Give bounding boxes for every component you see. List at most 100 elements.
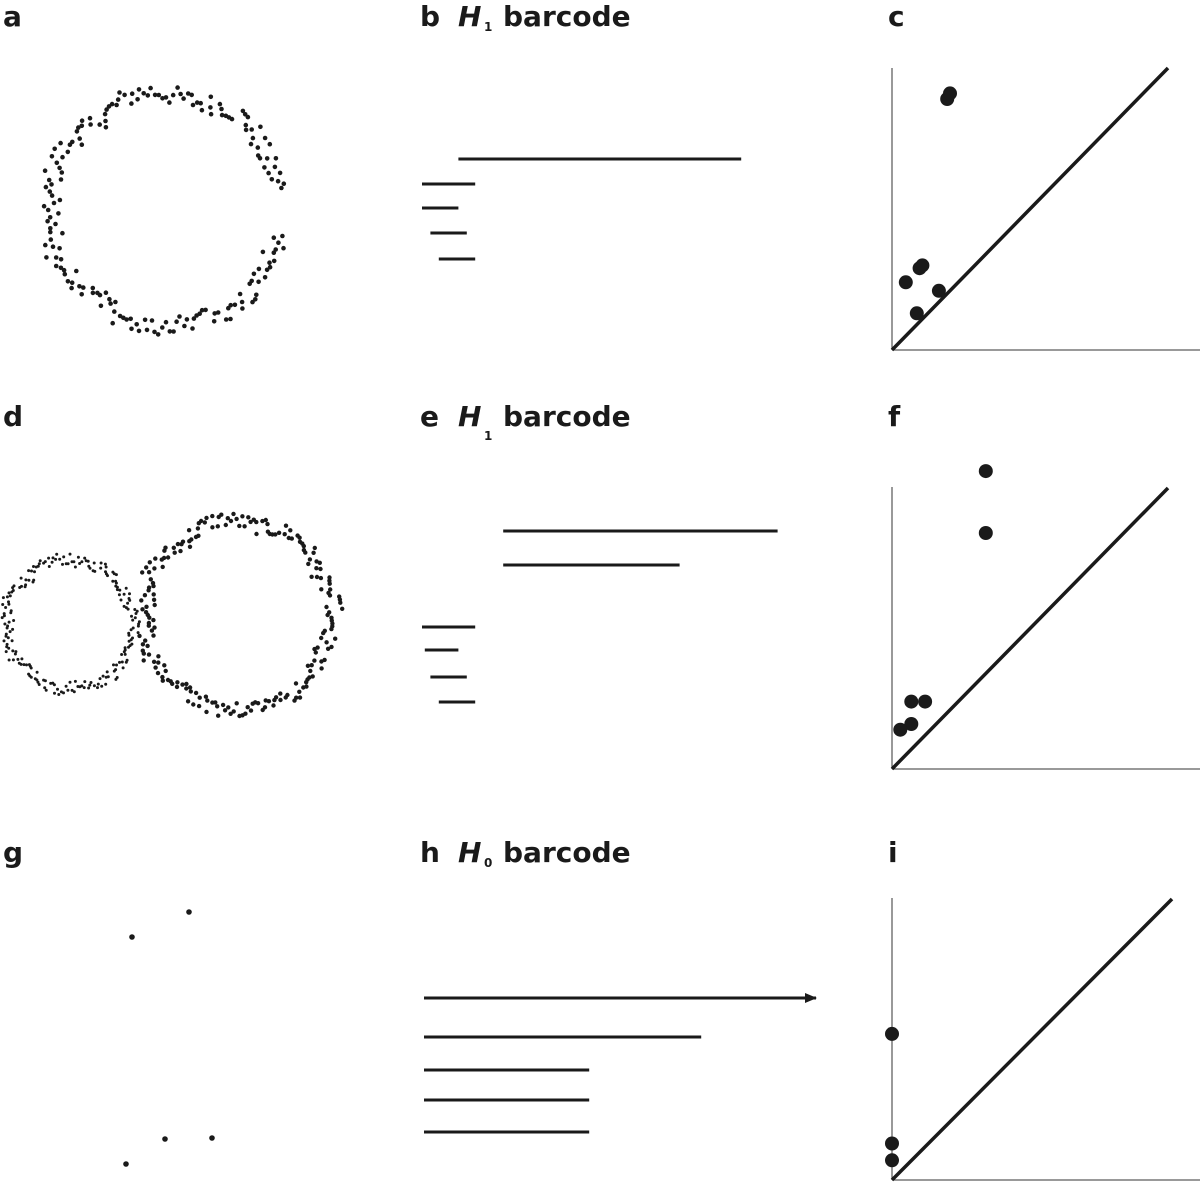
large-ring-point bbox=[324, 604, 329, 610]
large-ring-point bbox=[143, 610, 149, 615]
ring-point bbox=[194, 100, 200, 105]
small-ring-point bbox=[99, 561, 103, 565]
small-ring-point bbox=[8, 594, 12, 598]
ring-point bbox=[271, 258, 277, 264]
large-ring-point bbox=[319, 666, 324, 671]
small-ring-point bbox=[27, 569, 31, 573]
small-ring-point bbox=[24, 583, 28, 587]
persistence-point bbox=[893, 722, 908, 737]
panel-title-e-sub: 1 bbox=[484, 429, 492, 443]
small-ring-point bbox=[89, 681, 93, 684]
ring-point bbox=[115, 97, 121, 102]
small-ring-point bbox=[73, 679, 77, 683]
large-ring-point bbox=[340, 606, 345, 611]
ring-point bbox=[76, 125, 81, 130]
ring-point bbox=[243, 122, 249, 128]
small-ring-point bbox=[47, 565, 51, 568]
large-ring-point bbox=[151, 633, 156, 638]
small-ring-point bbox=[55, 552, 59, 556]
persistence-point bbox=[904, 694, 919, 709]
small-ring-point bbox=[6, 624, 10, 628]
small-ring-point bbox=[76, 685, 80, 688]
small-ring-point bbox=[134, 612, 138, 615]
large-ring-point bbox=[160, 564, 165, 570]
ring-point bbox=[266, 170, 271, 176]
large-ring-point bbox=[292, 698, 297, 703]
persistence-diagram-h0 bbox=[885, 897, 1200, 1182]
ring-point bbox=[98, 303, 104, 309]
ring-point bbox=[48, 229, 53, 235]
ring-point bbox=[280, 233, 285, 239]
small-ring-point bbox=[112, 663, 115, 667]
ring-point bbox=[58, 177, 64, 182]
large-ring-point bbox=[245, 705, 250, 710]
large-ring-point bbox=[151, 592, 156, 597]
large-ring-point bbox=[237, 523, 242, 529]
ring-point bbox=[48, 237, 54, 242]
large-ring-point bbox=[314, 566, 319, 571]
small-ring-point bbox=[124, 586, 128, 590]
ring-point bbox=[181, 96, 186, 101]
large-ring-point bbox=[278, 691, 283, 696]
ring-point bbox=[141, 91, 146, 96]
large-ring-point bbox=[156, 654, 161, 659]
ring-point bbox=[87, 115, 93, 121]
small-ring-point bbox=[43, 560, 47, 564]
ring-point bbox=[112, 309, 117, 314]
ring-point bbox=[260, 249, 266, 255]
small-ring-point bbox=[37, 562, 41, 566]
ring-point bbox=[167, 329, 173, 334]
persistence-diagram-two-rings bbox=[890, 464, 1200, 771]
ring-point bbox=[62, 271, 68, 277]
ring-point bbox=[226, 305, 231, 311]
ring-point bbox=[44, 255, 49, 260]
cloud-point bbox=[123, 1161, 129, 1167]
large-ring-point bbox=[222, 708, 228, 713]
small-ring-point bbox=[5, 595, 9, 599]
ring-point bbox=[256, 279, 261, 285]
large-ring-point bbox=[146, 620, 152, 626]
ring-point bbox=[194, 313, 199, 318]
large-ring-point bbox=[319, 659, 324, 664]
small-ring-point bbox=[70, 688, 74, 692]
large-ring-point bbox=[324, 640, 329, 645]
large-ring-point bbox=[297, 689, 302, 694]
ring-point bbox=[264, 156, 270, 161]
large-ring-point bbox=[204, 709, 209, 715]
large-ring-point bbox=[228, 518, 234, 524]
large-ring-point bbox=[338, 600, 343, 605]
panel-letter-d: d bbox=[3, 400, 23, 433]
ring-point bbox=[43, 242, 48, 248]
ring-point bbox=[249, 127, 254, 132]
large-ring-point bbox=[263, 517, 268, 523]
small-ring-point bbox=[42, 678, 46, 682]
ring-point bbox=[232, 302, 238, 308]
large-ring-point bbox=[150, 580, 156, 586]
ring-point bbox=[160, 325, 165, 330]
cloud-point bbox=[162, 1136, 168, 1142]
small-ring-point bbox=[7, 658, 11, 662]
ring-point bbox=[53, 263, 59, 269]
ring-point bbox=[243, 127, 249, 133]
ring-point bbox=[170, 92, 176, 98]
ring-point bbox=[48, 226, 53, 231]
ring-point bbox=[129, 101, 134, 106]
small-ring-point bbox=[9, 609, 13, 613]
ring-point bbox=[136, 87, 142, 92]
ring-point bbox=[248, 141, 254, 147]
ring-point bbox=[65, 149, 71, 155]
ring-point bbox=[279, 185, 284, 191]
ring-point bbox=[42, 168, 48, 173]
small-ring-point bbox=[115, 663, 118, 667]
ring-point bbox=[240, 108, 246, 114]
small-ring-point bbox=[96, 686, 99, 690]
large-ring-point bbox=[202, 520, 207, 525]
ring-point bbox=[90, 290, 96, 296]
large-ring-point bbox=[282, 532, 287, 537]
ring-point bbox=[79, 118, 85, 123]
large-ring-point bbox=[260, 707, 265, 713]
large-ring-point bbox=[185, 699, 191, 704]
large-ring-point bbox=[197, 695, 202, 700]
ring-point bbox=[103, 118, 108, 124]
